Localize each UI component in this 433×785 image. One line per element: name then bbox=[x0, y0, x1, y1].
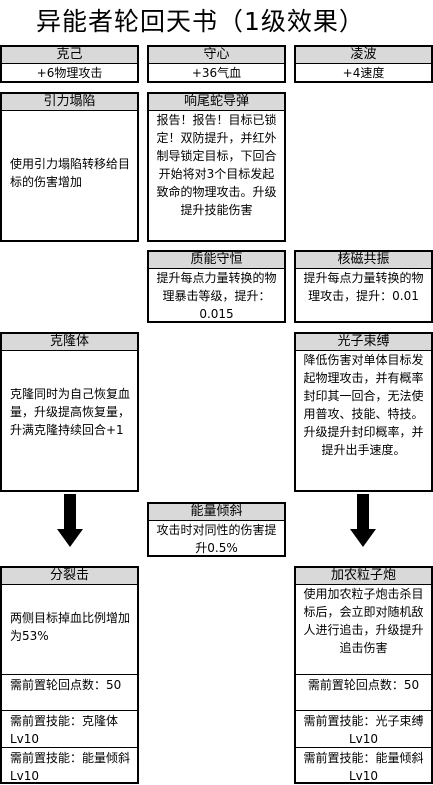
node-req-skill2: 需前置技能：能量倾斜Lv10 bbox=[2, 747, 137, 784]
page-title: 异能者轮回天书（1级效果） bbox=[36, 7, 365, 36]
arrow-down-right-icon bbox=[350, 529, 376, 547]
node-desc: 提升每点力量转换的物理暴击等级，提升：0.015 bbox=[156, 271, 277, 321]
node-name: 守心 bbox=[149, 47, 284, 64]
node-nengliang: 能量倾斜 攻击时对同性的伤害提升0.5% bbox=[147, 502, 286, 557]
node-heci: 核磁共振 提升每点力量转换的物理攻击，提升：0.01 bbox=[294, 250, 433, 323]
node-desc: 提升每点力量转换的物理攻击，提升：0.01 bbox=[303, 271, 424, 303]
node-req-points: 需前置轮回点数：50 bbox=[296, 674, 431, 710]
node-desc: 使用引力塌陷转移给目标的伤害增加 bbox=[10, 157, 131, 189]
node-desc: 克隆同时为自己恢复血量，升级提高恢复量，升满克隆持续回合+1 bbox=[10, 387, 131, 437]
node-desc: 两侧目标掉血比例增加为53% bbox=[10, 611, 131, 643]
node-value: +4速度 bbox=[342, 66, 385, 80]
node-value: +6物理攻击 bbox=[36, 66, 103, 80]
node-name: 光子束缚 bbox=[296, 334, 431, 351]
node-shouxin: 守心 +36气血 bbox=[147, 45, 286, 83]
node-name: 核磁共振 bbox=[296, 252, 431, 269]
node-desc: 降低伤害对单体目标发起物理攻击，并有概率封印其一回合，无法使用普攻、技能、特技。… bbox=[303, 353, 424, 457]
node-zhineng: 质能守恒 提升每点力量转换的物理暴击等级，提升：0.015 bbox=[147, 250, 286, 323]
node-jianong: 加农粒子炮 使用加农粒子炮击杀目标后，会立即对随机敌人进行追击，升级提升追击伤害… bbox=[294, 566, 433, 784]
node-name: 质能守恒 bbox=[149, 252, 284, 269]
node-keji: 克己 +6物理攻击 bbox=[0, 45, 139, 83]
node-name: 响尾蛇导弹 bbox=[149, 94, 284, 111]
node-req-skill1: 需前置技能：光子束缚Lv10 bbox=[296, 710, 431, 747]
node-lingbo: 凌波 +4速度 bbox=[294, 45, 433, 83]
node-yinli: 引力塌陷 使用引力塌陷转移给目标的伤害增加 bbox=[0, 92, 139, 242]
node-name: 引力塌陷 bbox=[2, 94, 137, 111]
node-name: 能量倾斜 bbox=[149, 504, 284, 521]
node-req-skill2: 需前置技能：能量倾斜Lv10 bbox=[296, 747, 431, 784]
node-desc: 报告！报告！目标已锁定！双防提升，并红外制导锁定目标，下回合开始将对3个目标发起… bbox=[156, 113, 277, 217]
node-name: 克己 bbox=[2, 47, 137, 64]
node-value: +36气血 bbox=[191, 66, 242, 80]
node-name: 分裂击 bbox=[2, 568, 137, 585]
node-name: 加农粒子炮 bbox=[296, 568, 431, 585]
node-name: 克隆体 bbox=[2, 334, 137, 351]
node-guangzi: 光子束缚 降低伤害对单体目标发起物理攻击，并有概率封印其一回合，无法使用普攻、技… bbox=[294, 332, 433, 492]
node-desc: 攻击时对同性的伤害提升0.5% bbox=[156, 523, 277, 555]
node-req-points: 需前置轮回点数：50 bbox=[2, 674, 137, 710]
node-name: 凌波 bbox=[296, 47, 431, 64]
node-kelong: 克隆体 克隆同时为自己恢复血量，升级提高恢复量，升满克隆持续回合+1 bbox=[0, 332, 139, 492]
node-req-skill1: 需前置技能：克隆体Lv10 bbox=[2, 710, 137, 747]
node-fenlie: 分裂击 两侧目标掉血比例增加为53% 需前置轮回点数：50 需前置技能：克隆体L… bbox=[0, 566, 139, 784]
arrow-down-left-stem bbox=[64, 494, 76, 530]
node-desc: 使用加农粒子炮击杀目标后，会立即对随机敌人进行追击，升级提升追击伤害 bbox=[303, 587, 424, 655]
arrow-down-right-stem bbox=[357, 494, 369, 530]
node-xiangwei: 响尾蛇导弹 报告！报告！目标已锁定！双防提升，并红外制导锁定目标，下回合开始将对… bbox=[147, 92, 286, 242]
arrow-down-left-icon bbox=[57, 529, 83, 547]
